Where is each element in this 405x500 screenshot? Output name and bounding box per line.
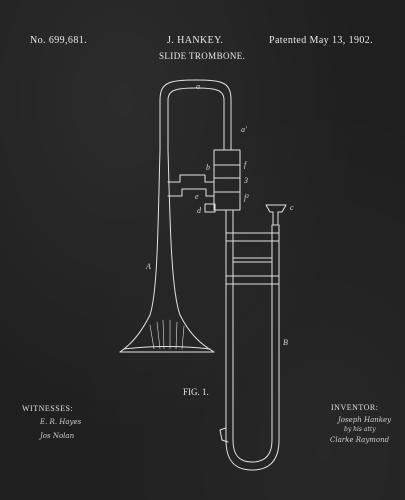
label-f2: f² xyxy=(244,193,249,202)
inventor-name: J. HANKEY. xyxy=(167,35,224,46)
witness-signature-2: Jos Nolan xyxy=(40,432,75,440)
inventor-attorney-note: by his atty xyxy=(344,426,376,433)
brace-2 xyxy=(226,276,279,284)
slide-crook-inner xyxy=(233,440,272,462)
label-f: f xyxy=(244,160,247,169)
attorney-signature: Clarke Raymond xyxy=(330,436,390,444)
label-a: a xyxy=(196,82,200,91)
patent-date: Patented May 13, 1902. xyxy=(269,35,374,46)
bell-hatch xyxy=(150,320,184,349)
water-key xyxy=(220,428,228,442)
bell-rim-inner xyxy=(124,347,210,350)
label-d: d xyxy=(197,206,201,215)
valve-lever-2 xyxy=(168,189,214,196)
witnesses-title: WITNESSES: xyxy=(22,404,74,413)
bell-left xyxy=(120,150,160,352)
inventor-title: INVENTOR: xyxy=(331,403,379,412)
slide-crook-outer xyxy=(226,440,279,470)
witness-signature-1: E. R. Hayes xyxy=(40,418,82,426)
top-crook-inner xyxy=(168,88,224,100)
label-B: B xyxy=(283,338,288,347)
bell-right xyxy=(168,150,214,352)
brace-1 xyxy=(226,233,279,241)
figure-label: FIG. 1. xyxy=(183,387,209,397)
label-a-prime: a' xyxy=(241,125,247,134)
valve-lever xyxy=(168,175,214,182)
top-crook xyxy=(160,80,231,100)
valve-knob xyxy=(205,204,215,212)
inventor-signature: Joseph Hankey xyxy=(338,416,392,424)
label-c: c xyxy=(290,203,294,212)
label-three: 3 xyxy=(244,176,248,185)
mouthpiece xyxy=(266,205,286,225)
label-A: A xyxy=(146,262,151,271)
patent-title: SLIDE TROMBONE. xyxy=(159,51,246,61)
label-e: e xyxy=(195,192,199,201)
label-b: b xyxy=(206,163,210,172)
patent-number: No. 699,681. xyxy=(30,35,88,46)
valve-block xyxy=(214,150,240,210)
